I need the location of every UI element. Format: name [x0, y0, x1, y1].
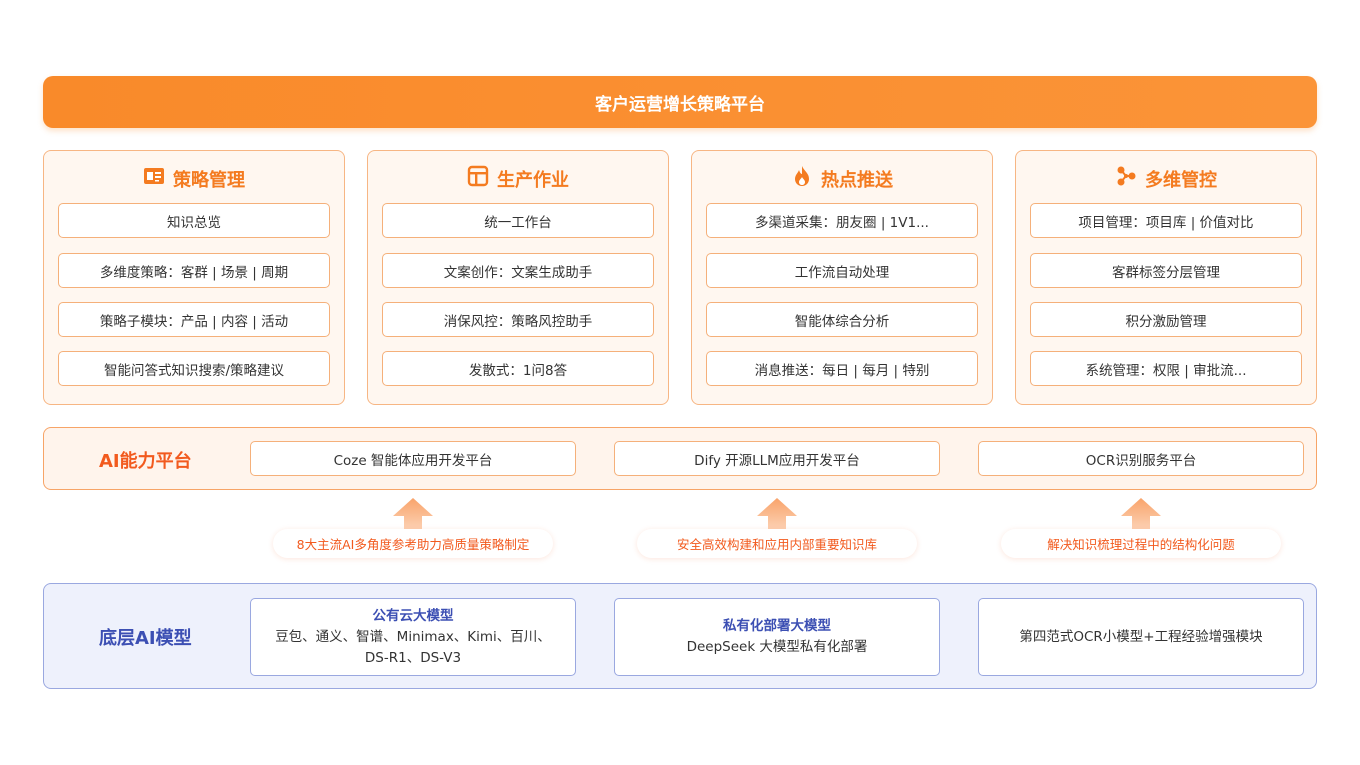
arrow-caption: 解决知识梳理过程中的结构化问题 [1001, 529, 1281, 558]
module-item[interactable]: 发散式：1问8答 [382, 351, 654, 386]
base-model-line: DS-R1、DS-V3 [364, 649, 462, 666]
module-hotspot: 热点推送 多渠道采集：朋友圈 | 1V1... 工作流自动处理 智能体综合分析 … [691, 150, 993, 405]
base-model-row: 底层AI模型 公有云大模型 豆包、通义、智谱、Minimax、Kimi、百川、 … [43, 583, 1317, 689]
ai-platform-item[interactable]: Dify 开源LLM应用开发平台 [614, 441, 940, 476]
fire-icon [791, 165, 813, 192]
module-item[interactable]: 多维度策略：客群 | 场景 | 周期 [58, 253, 330, 288]
network-icon [1115, 165, 1137, 192]
module-production: 生产作业 统一工作台 文案创作：文案生成助手 消保风控：策略风控助手 发散式：1… [367, 150, 669, 405]
module-item[interactable]: 消息推送：每日 | 每月 | 特别 [706, 351, 978, 386]
module-item[interactable]: 消保风控：策略风控助手 [382, 302, 654, 337]
base-model-box[interactable]: 公有云大模型 豆包、通义、智谱、Minimax、Kimi、百川、 DS-R1、D… [250, 598, 576, 676]
module-strategy: 策略管理 知识总览 多维度策略：客群 | 场景 | 周期 策略子模块：产品 | … [43, 150, 345, 405]
platform-banner: 客户运营增长策略平台 [43, 76, 1317, 128]
module-item[interactable]: 工作流自动处理 [706, 253, 978, 288]
base-model-line: DeepSeek 大模型私有化部署 [686, 639, 868, 655]
module-item[interactable]: 多渠道采集：朋友圈 | 1V1... [706, 203, 978, 238]
base-model-box[interactable]: 私有化部署大模型 DeepSeek 大模型私有化部署 [614, 598, 940, 676]
production-icon [467, 165, 489, 192]
ai-platform-item[interactable]: Coze 智能体应用开发平台 [250, 441, 576, 476]
module-item[interactable]: 文案创作：文案生成助手 [382, 253, 654, 288]
base-model-title: 私有化部署大模型 [723, 618, 831, 634]
module-item[interactable]: 策略子模块：产品 | 内容 | 活动 [58, 302, 330, 337]
up-arrow-icon [1121, 498, 1161, 542]
base-model-line: 第四范式OCR小模型+工程经验增强模块 [1019, 628, 1263, 645]
arrow-caption: 安全高效构建和应用内部重要知识库 [637, 529, 917, 558]
base-model-title: 公有云大模型 [372, 607, 454, 624]
up-arrow-icon [393, 498, 433, 542]
base-model-box[interactable]: 第四范式OCR小模型+工程经验增强模块 [978, 598, 1304, 676]
module-item[interactable]: 客群标签分层管理 [1030, 253, 1302, 288]
up-arrow-icon [757, 498, 797, 542]
module-item[interactable]: 项目管理：项目库 | 价值对比 [1030, 203, 1302, 238]
module-control: 多维管控 项目管理：项目库 | 价值对比 客群标签分层管理 积分激励管理 系统管… [1015, 150, 1317, 405]
base-model-label: 底层AI模型 [99, 628, 192, 649]
module-item[interactable]: 智能问答式知识搜索/策略建议 [58, 351, 330, 386]
module-title: 策略管理 [44, 165, 344, 192]
module-item[interactable]: 知识总览 [58, 203, 330, 238]
ai-platform-row: AI能力平台 Coze 智能体应用开发平台 Dify 开源LLM应用开发平台 O… [43, 427, 1317, 490]
module-title: 多维管控 [1016, 165, 1316, 192]
module-title: 生产作业 [368, 165, 668, 192]
module-title: 热点推送 [692, 165, 992, 192]
module-item[interactable]: 积分激励管理 [1030, 302, 1302, 337]
module-item[interactable]: 统一工作台 [382, 203, 654, 238]
ai-platform-label: AI能力平台 [99, 450, 192, 472]
strategy-icon [143, 165, 165, 192]
module-item[interactable]: 系统管理：权限 | 审批流... [1030, 351, 1302, 386]
base-model-line: 豆包、通义、智谱、Minimax、Kimi、百川、 [275, 628, 551, 645]
module-item[interactable]: 智能体综合分析 [706, 302, 978, 337]
ai-platform-item[interactable]: OCR识别服务平台 [978, 441, 1304, 476]
arrow-caption: 8大主流AI多角度参考助力高质量策略制定 [273, 529, 553, 558]
